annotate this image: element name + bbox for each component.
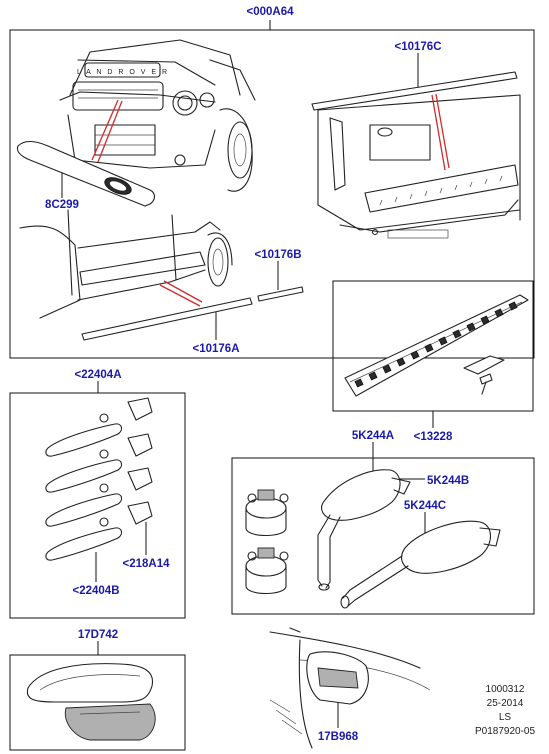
door-handle-2 [45, 433, 153, 493]
callout-side-vent-label: 17B968 [318, 731, 359, 743]
exhaust-clamp-1 [245, 489, 289, 537]
grille-badge-text: L A N D R O V E R [77, 69, 169, 76]
grille-trim-part [16, 140, 156, 207]
exterior-trim-panel [9, 29, 535, 359]
callout-handle-set-bottom-label: <22404B [73, 585, 120, 597]
callout-silencer-front-tip-label: 5K244B [427, 475, 469, 487]
bumper-clip-part [463, 355, 505, 395]
callout-grille-trim[interactable]: 8C299 [45, 170, 79, 211]
door-trim-rear-part [257, 286, 304, 302]
door-handle-1 [45, 397, 153, 457]
callout-main-assembly[interactable]: <000A64 [247, 6, 295, 30]
callout-bumper-protector-label: <13228 [414, 431, 453, 443]
callout-mirror-cover-label: 17D742 [78, 629, 118, 641]
stamp-date: 25-2014 [487, 698, 524, 709]
stamp-code: 1000312 [486, 684, 525, 695]
callout-handle-cap[interactable]: <218A14 [123, 522, 171, 570]
grille-trim-highlight [91, 99, 123, 163]
tailgate-trim-part [311, 71, 518, 111]
callout-handle-set-top-label: <22404A [75, 369, 122, 381]
callout-tailgate-trim-label: <10176C [395, 41, 442, 53]
callout-door-trim-rear-label: <10176B [255, 249, 302, 261]
callout-door-trim-rear[interactable]: <10176B [255, 249, 302, 290]
callout-door-trim-front[interactable]: <10176A [193, 312, 240, 355]
callout-handle-set-top[interactable]: <22404A [75, 369, 122, 393]
callout-tailgate-trim[interactable]: <10176C [395, 41, 442, 88]
door-trim-highlight [159, 280, 203, 307]
door-trim-front-part [81, 297, 253, 341]
door-handle-4 [45, 501, 153, 561]
callout-mirror-cover[interactable]: 17D742 [78, 629, 118, 655]
side-vent-illustration [269, 627, 431, 749]
callout-silencer-front-label: 5K244A [352, 430, 394, 442]
callout-silencer-front[interactable]: 5K244A [352, 430, 394, 472]
callout-handle-set-bottom[interactable]: <22404B [73, 552, 120, 597]
tailgate-trim-highlight [431, 93, 450, 171]
front-silencer-part [317, 469, 411, 591]
vehicle-side-illustration [19, 209, 233, 319]
callout-grille-trim-label: 8C299 [45, 199, 79, 211]
bumper-protector-part [344, 294, 529, 397]
rear-silencer-part [340, 520, 501, 609]
exhaust-clamp-2 [245, 547, 289, 595]
callout-side-vent[interactable]: 17B968 [318, 700, 359, 743]
callout-silencer-front-tip[interactable]: 5K244B [398, 475, 469, 487]
vehicle-rear-illustration [317, 94, 521, 239]
mirror-cap-part [64, 703, 156, 741]
stamp-region: LS [499, 712, 512, 723]
callout-bumper-protector[interactable]: <13228 [414, 411, 453, 443]
callout-silencer-rear-label: 5K244C [404, 500, 446, 512]
callout-main-assembly-label: <000A64 [247, 6, 295, 18]
callout-handle-cap-label: <218A14 [123, 558, 171, 570]
door-handle-set [45, 397, 153, 561]
document-stamp: 1000312 25-2014 LS P0187920-05 [475, 684, 535, 737]
callout-door-trim-front-label: <10176A [193, 343, 240, 355]
mirror-cover-part [26, 663, 154, 703]
stamp-reference: P0187920-05 [475, 726, 535, 737]
exhaust-panel [231, 457, 535, 615]
door-handle-3 [45, 467, 153, 527]
